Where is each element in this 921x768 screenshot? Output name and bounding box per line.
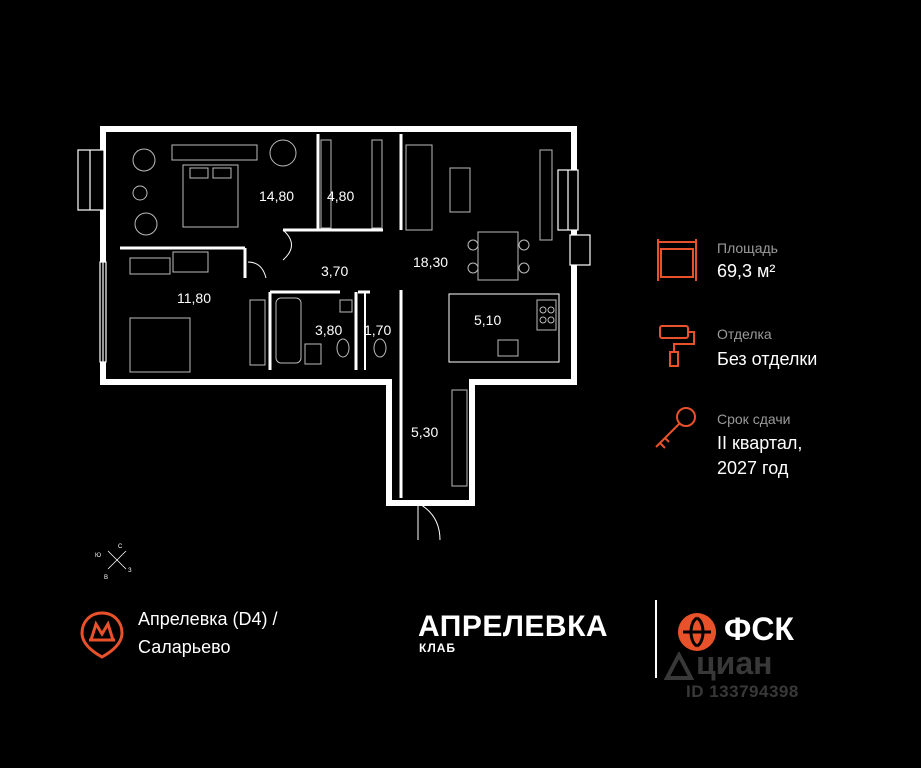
room-area-wardrobe: 4,80: [327, 188, 354, 204]
room-area-bathroom: 3,80: [315, 322, 342, 338]
room-area-bedroom2: 11,80: [177, 290, 211, 306]
metro-pin-icon: [80, 611, 124, 659]
developer-name: ФСК: [724, 611, 794, 647]
room-area-hall: 3,70: [321, 263, 348, 279]
watermark-id: ID 133794398: [686, 682, 799, 701]
brand-divider: [655, 600, 657, 678]
brand-subtitle: КЛАБ: [419, 641, 457, 655]
area-label: Площадь: [717, 240, 778, 256]
compass-n: С: [118, 544, 123, 550]
furniture: [129, 139, 557, 541]
compass-icon: С Ю В З: [95, 544, 132, 581]
brand-name: АПРЕЛЕВКА: [418, 610, 609, 643]
area-icon: [657, 239, 697, 281]
deadline-label: Срок сдачи: [717, 411, 791, 427]
metro-station-2: Саларьево: [138, 637, 231, 657]
deadline-value-line2: 2027 год: [717, 458, 789, 478]
key-icon: [655, 407, 696, 449]
compass-w: З: [128, 568, 132, 574]
room-area-kitchen: 5,10: [474, 312, 501, 328]
room-area-wc: 1,70: [364, 322, 391, 338]
walls: [100, 126, 577, 506]
compass-s: Ю: [95, 553, 101, 559]
area-value: 69,3 м²: [717, 261, 776, 281]
room-area-bedroom: 14,80: [259, 188, 294, 204]
windows: [77, 149, 591, 363]
metro-station-1: Апрелевка (D4) /: [138, 609, 278, 629]
paint-roller-icon: [659, 325, 695, 367]
watermark-text: циан: [696, 645, 773, 681]
finish-label: Отделка: [717, 326, 772, 342]
compass-e: В: [104, 575, 108, 581]
finish-value: Без отделки: [717, 349, 818, 369]
room-area-corridor: 5,30: [411, 424, 438, 440]
fsk-logo-icon: [678, 613, 716, 651]
deadline-value-line1: II квартал,: [717, 433, 803, 453]
room-area-living: 18,30: [413, 254, 448, 270]
cian-watermark-icon: [664, 652, 694, 680]
